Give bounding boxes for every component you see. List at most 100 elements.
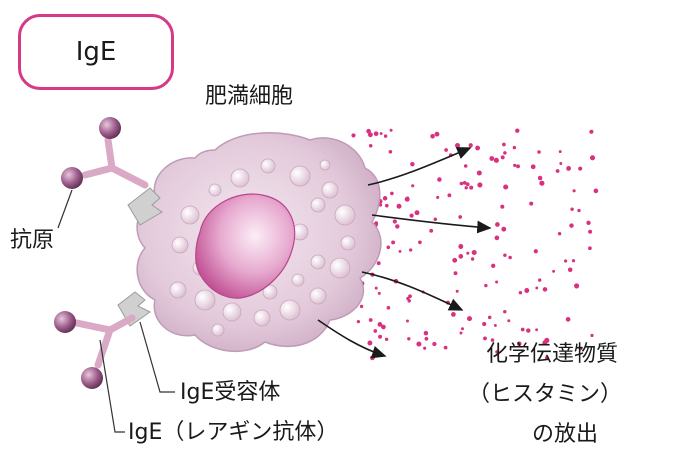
release-label-line1: 化学伝達物質 xyxy=(486,342,619,367)
mediator-dot xyxy=(461,327,464,331)
mediator-dot xyxy=(491,263,496,268)
mediator-dot xyxy=(391,240,396,245)
mediator-dot xyxy=(382,196,388,201)
mediator-dot xyxy=(483,336,487,341)
ige-badge: IgE xyxy=(18,14,174,90)
mediator-dot xyxy=(513,163,517,167)
mediator-dot xyxy=(558,150,562,154)
antigen-label: 抗原 xyxy=(10,228,55,253)
mediator-dot xyxy=(455,289,459,293)
mediator-dot xyxy=(470,257,475,261)
mediator-dot xyxy=(368,318,373,322)
mediator-dot xyxy=(471,249,477,256)
mediator-dot xyxy=(475,145,481,151)
mediator-dot xyxy=(495,222,500,227)
mediator-dot xyxy=(432,341,437,347)
ige-receptor-label: IgE受容体 xyxy=(180,380,281,405)
mediator-dot xyxy=(366,128,371,134)
mediator-dot xyxy=(451,312,456,317)
mediator-dot xyxy=(524,288,530,293)
mediator-dot xyxy=(351,133,356,138)
mediator-dot xyxy=(574,283,580,289)
mediator-dot xyxy=(434,131,440,137)
mediator-dot xyxy=(578,346,583,351)
mediator-dot xyxy=(503,151,507,155)
ige-antibody-label: IgE（レアギン抗体） xyxy=(128,420,339,445)
top-receptor xyxy=(127,187,163,226)
mediator-dot xyxy=(500,155,505,160)
mediator-dot xyxy=(443,345,448,350)
mediator-dot xyxy=(503,253,507,257)
mediator-dot xyxy=(458,254,464,259)
release-arrows xyxy=(317,147,492,359)
mediator-dot xyxy=(356,319,361,324)
mediator-dot xyxy=(377,291,381,295)
granules xyxy=(169,158,356,337)
mediator-dot xyxy=(409,213,414,218)
mediator-dot xyxy=(386,305,391,310)
mediator-dot xyxy=(564,259,568,263)
mediator-dot xyxy=(424,336,429,341)
mediator-dot xyxy=(501,226,507,232)
mediator-dot xyxy=(389,128,393,132)
mediator-dot xyxy=(495,280,499,284)
mediator-dot xyxy=(459,181,464,186)
mediator-dot xyxy=(416,341,422,347)
mediator-dot xyxy=(409,248,413,252)
mediator-dot xyxy=(570,207,574,211)
mediator-dot xyxy=(590,333,594,338)
mediator-dot xyxy=(368,143,373,148)
mediator-dot xyxy=(429,228,434,233)
mediator-dot xyxy=(567,267,573,273)
mediator-dot xyxy=(569,223,574,228)
mediator-dot xyxy=(589,155,596,161)
mediator-dot xyxy=(444,148,448,152)
mediator-dot xyxy=(588,229,593,234)
mediator-dot xyxy=(493,157,499,163)
mediator-dot xyxy=(544,356,549,360)
bottom-antibody-icon xyxy=(68,314,136,369)
mediator-dot xyxy=(437,177,442,182)
mediator-dot xyxy=(535,328,539,332)
mast-cell-label: 肥満細胞 xyxy=(205,84,294,109)
mediator-dot xyxy=(447,193,452,198)
mediator-dot xyxy=(502,142,506,147)
mediator-dot xyxy=(368,132,373,138)
top-antigen-ball-1 xyxy=(99,117,121,139)
mediator-dot xyxy=(390,191,394,196)
bottom-antibody-complex xyxy=(54,291,151,389)
mediator-dot xyxy=(586,220,591,225)
mediator-dot xyxy=(516,341,522,347)
mediator-dot xyxy=(377,322,383,327)
mediator-dot xyxy=(463,164,468,168)
mediator-dot xyxy=(462,180,467,185)
mediator-dot xyxy=(418,240,422,245)
mediator-dot xyxy=(559,162,563,165)
mediator-dot xyxy=(571,259,576,263)
mediator-dot xyxy=(423,346,427,350)
bottom-antigen-ball-1 xyxy=(54,311,76,333)
mediator-dot xyxy=(533,249,538,254)
mediator-dot xyxy=(423,330,429,336)
mediator-dot xyxy=(392,219,397,224)
mediator-dot xyxy=(489,156,495,161)
mediator-dot xyxy=(373,329,378,333)
bottom-antigen-ball-2 xyxy=(81,367,103,389)
mediator-dot xyxy=(507,319,511,323)
mediator-dot xyxy=(593,188,599,194)
mediator-dot xyxy=(381,324,386,330)
mediator-dot xyxy=(503,184,509,190)
mediator-dot xyxy=(408,294,412,299)
mediator-dot xyxy=(469,185,474,190)
mediator-dot xyxy=(374,286,378,290)
mediator-dot xyxy=(589,129,594,134)
mediator-dot xyxy=(406,319,409,323)
mediator-dot xyxy=(395,224,400,229)
mediator-dot xyxy=(458,215,463,219)
mediator-dot xyxy=(490,338,495,342)
mediator-dot xyxy=(379,132,383,135)
mediator-dot xyxy=(464,186,468,190)
mediator-dot xyxy=(500,204,505,209)
mediator-dot xyxy=(430,134,435,139)
mediator-dot xyxy=(476,170,482,176)
